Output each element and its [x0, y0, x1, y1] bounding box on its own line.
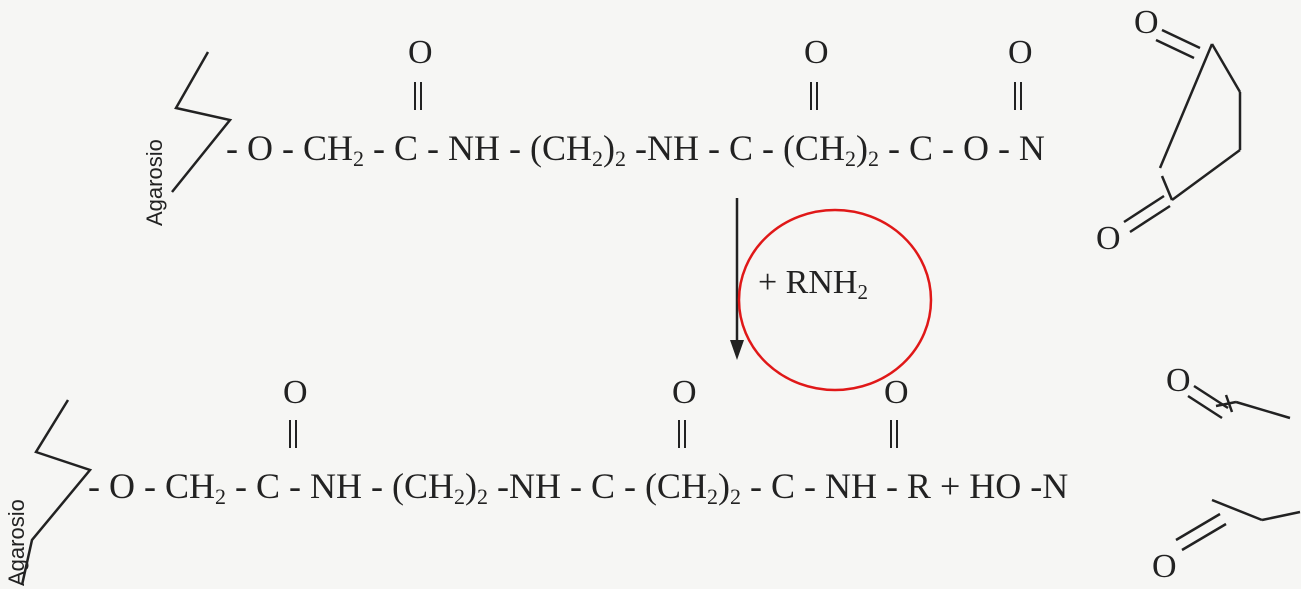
ring-top-oxygen-lower: O — [1096, 220, 1121, 257]
reactant-sub-2: 2 — [591, 146, 603, 171]
reactant-part-4: -NH - C - (CH — [625, 128, 845, 168]
product-part-5: ) — [717, 466, 730, 506]
reactant-part-2: - C - NH - (CH — [363, 128, 592, 168]
product-part-3: ) — [464, 466, 477, 506]
ring-bottom-oxygen-upper: O — [1166, 362, 1191, 399]
product-carbonyl-bond-3 — [890, 420, 898, 448]
agarose-label-bottom: Agarosio — [4, 499, 29, 586]
reactant-sub-1: 2 — [352, 146, 364, 171]
reaction-arrow-head — [730, 340, 744, 360]
product-sub-5: 2 — [729, 484, 741, 509]
reactant-carbonyl-bond-2 — [810, 82, 818, 110]
reactant-sub-4: 2 — [844, 146, 856, 171]
reactant-carbonyl-bond-3 — [1014, 82, 1022, 110]
ring-top-oxygen-upper: O — [1134, 4, 1159, 41]
product-sub-3: 2 — [476, 484, 488, 509]
reactant-part-5: ) — [855, 128, 868, 168]
agarose-label-top: Agarosio — [142, 139, 167, 226]
reactant-carbonyl-bond-1 — [414, 82, 422, 110]
reagent-label: + RNH2 — [758, 266, 868, 303]
reactant-sub-3: 2 — [614, 146, 626, 171]
reactant-sub-5: 2 — [867, 146, 879, 171]
reagent-text: + RNH — [758, 264, 858, 301]
reagent-sub: 2 — [857, 280, 868, 304]
product-part-1: - O - CH — [88, 466, 215, 506]
product-sub-2: 2 — [453, 484, 465, 509]
product-part-4: -NH - C - (CH — [487, 466, 707, 506]
ring-bottom-oxygen-lower: O — [1152, 548, 1177, 585]
succinimide-ring-top — [1123, 28, 1242, 234]
reactant-formula: - O - CH2 - C - NH - (CH2)2 -NH - C - (C… — [226, 130, 1045, 170]
product-carbonyl-bond-2 — [678, 420, 686, 448]
agarose-squiggle-top — [171, 51, 233, 193]
product-sub-4: 2 — [706, 484, 718, 509]
product-part-2: - C - NH - (CH — [225, 466, 454, 506]
reactant-carbonyl-oxygen-1: O — [408, 34, 433, 71]
product-part-6: - C - NH - R + HO -N — [740, 466, 1069, 506]
reactant-part-1: - O - CH — [226, 128, 353, 168]
product-carbonyl-oxygen-1: O — [283, 374, 308, 411]
reactant-carbonyl-oxygen-3: O — [1008, 34, 1033, 71]
agarose-squiggle-bottom — [20, 399, 93, 586]
highlight-circle — [737, 208, 933, 392]
product-carbonyl-oxygen-3: O — [884, 374, 909, 411]
reactant-part-6: - C - O - N — [878, 128, 1045, 168]
reactant-carbonyl-oxygen-2: O — [804, 34, 829, 71]
product-carbonyl-bond-1 — [289, 420, 297, 448]
succinimide-ring-bottom — [1175, 384, 1301, 552]
product-sub-1: 2 — [214, 484, 226, 509]
product-carbonyl-oxygen-2: O — [672, 374, 697, 411]
product-formula: - O - CH2 - C - NH - (CH2)2 -NH - C - (C… — [88, 468, 1068, 508]
reactant-part-3: ) — [602, 128, 615, 168]
